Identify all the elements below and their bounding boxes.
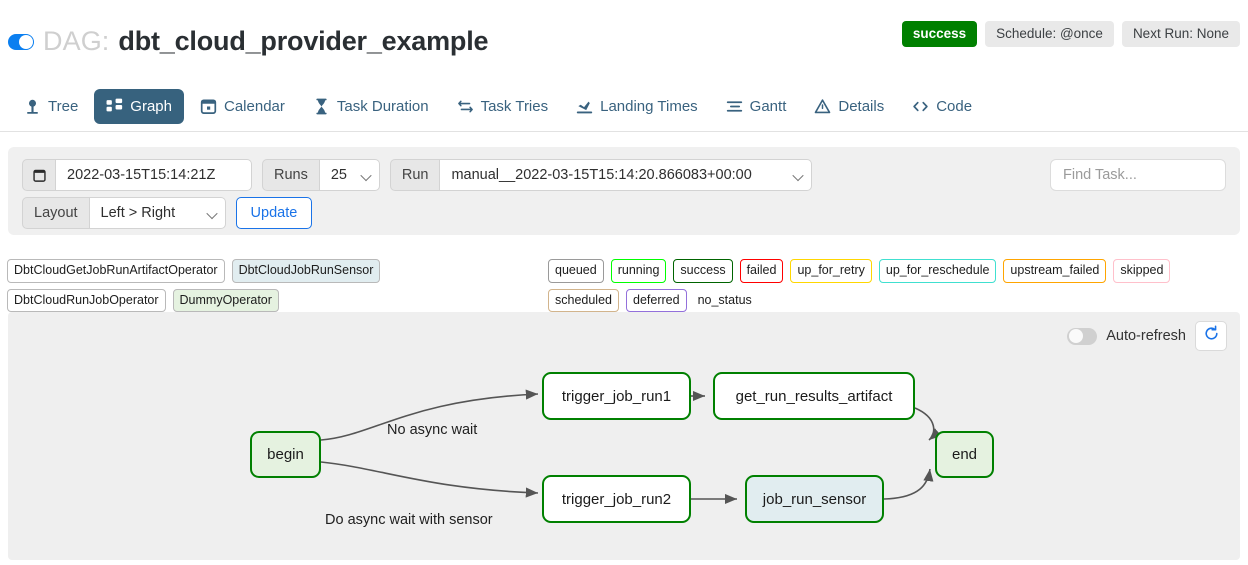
find-task-input[interactable]: Find Task... bbox=[1050, 159, 1226, 191]
tab-details-label: Details bbox=[838, 97, 885, 115]
header-badges: success Schedule: @once Next Run: None bbox=[901, 21, 1240, 47]
runs-label: Runs bbox=[262, 159, 320, 191]
next-run-badge: Next Run: None bbox=[1121, 21, 1240, 47]
tab-graph-label: Graph bbox=[130, 97, 172, 115]
hourglass-icon bbox=[313, 98, 330, 115]
tab-task-duration[interactable]: Task Duration bbox=[301, 89, 441, 124]
runs-group: Runs 25 bbox=[262, 159, 380, 191]
graph-edges bbox=[320, 389, 942, 505]
schedule-badge[interactable]: Schedule: @once bbox=[985, 21, 1114, 47]
landing-icon bbox=[576, 98, 593, 115]
state-legend-queued[interactable]: queued bbox=[548, 259, 604, 283]
tab-gantt-label: Gantt bbox=[749, 97, 787, 115]
auto-refresh-toggle[interactable] bbox=[1067, 327, 1098, 345]
tab-gantt[interactable]: Gantt bbox=[714, 89, 799, 124]
edge-label-do-async-wait-with-sensor: Do async wait with sensor bbox=[325, 512, 493, 528]
tab-graph[interactable]: Graph bbox=[94, 88, 184, 124]
gantt-icon bbox=[726, 98, 743, 115]
legend-area: DbtCloudGetJobRunArtifactOperator DbtClo… bbox=[0, 244, 1248, 312]
calendar-icon bbox=[200, 98, 217, 115]
tab-calendar-label: Calendar bbox=[224, 97, 285, 115]
tab-code-label: Code bbox=[936, 97, 973, 115]
auto-refresh-label: Auto-refresh bbox=[1106, 328, 1186, 344]
operator-legend-item[interactable]: DbtCloudGetJobRunArtifactOperator bbox=[7, 259, 225, 283]
tab-details[interactable]: Details bbox=[802, 89, 896, 124]
task-node-label: get_run_results_artifact bbox=[735, 387, 893, 405]
state-legend-scheduled[interactable]: scheduled bbox=[548, 288, 619, 312]
filter-row-primary: 2022-03-15T15:14:21Z Runs 25 Run manual_… bbox=[22, 159, 822, 191]
refresh-icon bbox=[1203, 325, 1220, 347]
page-header: DAG: dbt_cloud_provider_example success … bbox=[0, 0, 1248, 72]
task-node-begin[interactable]: begin bbox=[250, 431, 321, 478]
run-group: Run manual__2022-03-15T15:14:20.866083+0… bbox=[389, 159, 813, 191]
task-node-job-run-sensor[interactable]: job_run_sensor bbox=[745, 475, 884, 523]
layout-select[interactable]: Left > Right bbox=[89, 197, 226, 229]
task-node-trigger-job-run2[interactable]: trigger_job_run2 bbox=[542, 475, 691, 523]
filter-row-layout: Layout Left > Right Update bbox=[22, 197, 313, 229]
update-button[interactable]: Update bbox=[235, 197, 313, 229]
execution-date-group: 2022-03-15T15:14:21Z bbox=[22, 159, 252, 191]
dag-pause-toggle[interactable] bbox=[8, 33, 34, 50]
refresh-controls: Auto-refresh bbox=[1067, 321, 1227, 351]
task-node-label: trigger_job_run1 bbox=[561, 387, 672, 405]
state-legend-deferred[interactable]: deferred bbox=[626, 288, 687, 312]
operator-legend: DbtCloudGetJobRunArtifactOperator DbtClo… bbox=[7, 259, 543, 312]
operator-legend-item[interactable]: DummyOperator bbox=[172, 288, 279, 312]
task-node-get-run-results-artifact[interactable]: get_run_results_artifact bbox=[713, 372, 915, 420]
retry-icon bbox=[457, 98, 474, 115]
state-legend: queued running success failed up_for_ret… bbox=[548, 259, 1248, 312]
state-legend-no-status[interactable]: no_status bbox=[697, 292, 752, 307]
state-legend-success[interactable]: success bbox=[673, 259, 733, 283]
state-legend-up-for-retry[interactable]: up_for_retry bbox=[790, 259, 872, 283]
task-node-end[interactable]: end bbox=[935, 431, 994, 478]
details-icon bbox=[814, 98, 831, 115]
tab-tree[interactable]: Tree bbox=[12, 89, 90, 124]
tab-calendar[interactable]: Calendar bbox=[188, 89, 297, 124]
task-node-label: job_run_sensor bbox=[762, 490, 867, 508]
dag-prefix-label: DAG: bbox=[43, 26, 110, 56]
layout-group: Layout Left > Right bbox=[22, 197, 226, 229]
status-badge: success bbox=[901, 21, 978, 47]
state-legend-skipped[interactable]: skipped bbox=[1113, 259, 1171, 283]
run-select[interactable]: manual__2022-03-15T15:14:20.866083+00:00 bbox=[440, 159, 813, 191]
graph-icon bbox=[106, 98, 123, 115]
layout-label: Layout bbox=[22, 197, 90, 229]
graph-canvas[interactable]: Auto-refresh bbox=[8, 312, 1240, 560]
filter-bar: 2022-03-15T15:14:21Z Runs 25 Run manual_… bbox=[8, 147, 1240, 235]
page-title: dbt_cloud_provider_example bbox=[118, 26, 489, 56]
tab-code[interactable]: Code bbox=[900, 89, 984, 124]
code-icon bbox=[912, 98, 929, 115]
state-legend-up-for-reschedule[interactable]: up_for_reschedule bbox=[878, 259, 997, 283]
task-node-label: trigger_job_run2 bbox=[561, 490, 672, 508]
task-node-label: begin bbox=[267, 446, 304, 463]
refresh-button[interactable] bbox=[1195, 321, 1227, 351]
tab-tree-label: Tree bbox=[48, 97, 79, 115]
run-label: Run bbox=[389, 159, 441, 191]
tab-landing-times-label: Landing Times bbox=[600, 97, 698, 115]
edge-label-no-async-wait: No async wait bbox=[387, 422, 478, 438]
tab-landing-times[interactable]: Landing Times bbox=[564, 89, 710, 124]
operator-legend-item[interactable]: DbtCloudJobRunSensor bbox=[231, 259, 381, 283]
tab-task-tries[interactable]: Task Tries bbox=[445, 89, 561, 124]
task-node-trigger-job-run1[interactable]: trigger_job_run1 bbox=[542, 372, 691, 420]
tree-icon bbox=[24, 98, 41, 115]
operator-legend-item[interactable]: DbtCloudRunJobOperator bbox=[7, 288, 166, 312]
view-tabs: Tree Graph Calendar Task Duration bbox=[12, 80, 984, 132]
tab-task-duration-label: Task Duration bbox=[336, 97, 429, 115]
calendar-picker-icon[interactable] bbox=[22, 159, 56, 191]
view-tabs-bar: Tree Graph Calendar Task Duration bbox=[0, 80, 1248, 202]
state-legend-failed[interactable]: failed bbox=[739, 259, 784, 283]
state-legend-running[interactable]: running bbox=[610, 259, 667, 283]
runs-select[interactable]: 25 bbox=[319, 159, 380, 191]
dag-title: DAG: dbt_cloud_provider_example bbox=[8, 26, 489, 57]
tab-task-tries-label: Task Tries bbox=[480, 97, 549, 115]
task-node-label: end bbox=[951, 446, 978, 463]
state-legend-upstream-failed[interactable]: upstream_failed bbox=[1003, 259, 1107, 283]
execution-date-input[interactable]: 2022-03-15T15:14:21Z bbox=[56, 159, 252, 191]
